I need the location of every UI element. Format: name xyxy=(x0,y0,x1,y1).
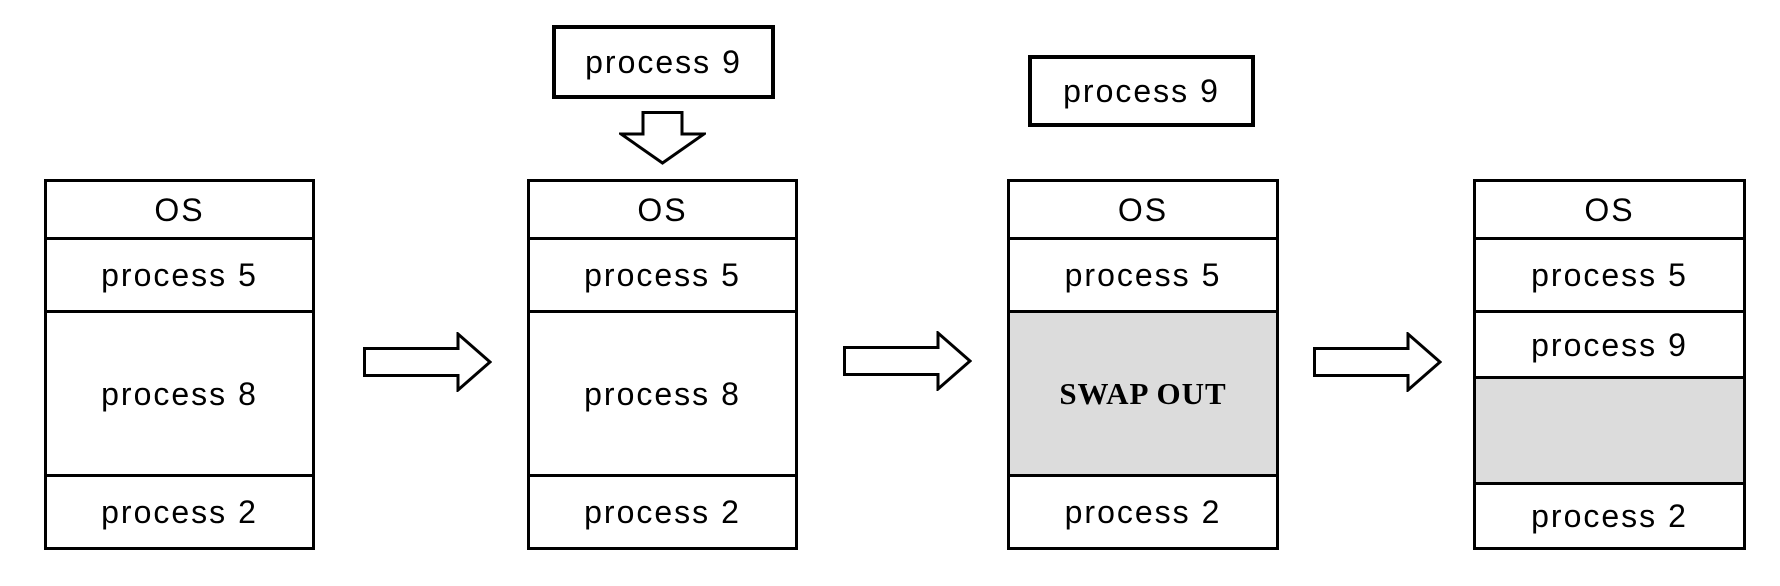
waiting-process-label: process 9 xyxy=(1063,73,1220,109)
memory-segment-process5: process 5 xyxy=(530,240,795,313)
waiting-process-box: process 9 xyxy=(1028,55,1255,127)
memory-segment-process8: process 8 xyxy=(530,313,795,477)
incoming-process-label: process 9 xyxy=(585,44,742,80)
memory-segment-os: OS xyxy=(1010,182,1276,240)
memory-segment-os: OS xyxy=(530,182,795,240)
memory-stack-1: OS process 5 process 8 process 2 xyxy=(44,179,315,550)
memory-segment-process2: process 2 xyxy=(47,477,312,547)
incoming-process-box: process 9 xyxy=(552,25,775,99)
memory-segment-process2: process 2 xyxy=(530,477,795,547)
memory-segment-process5: process 5 xyxy=(47,240,312,313)
memory-segment-process8: process 8 xyxy=(47,313,312,477)
memory-segment-free-hole xyxy=(1476,379,1743,485)
memory-segment-os: OS xyxy=(47,182,312,240)
memory-segment-process5: process 5 xyxy=(1010,240,1276,313)
memory-stack-3: OS process 5 SWAP OUT process 2 xyxy=(1007,179,1279,550)
memory-segment-process5: process 5 xyxy=(1476,240,1743,313)
memory-segment-swap-out: SWAP OUT xyxy=(1010,313,1276,477)
down-arrow-icon xyxy=(619,111,706,165)
right-arrow-icon xyxy=(843,331,972,391)
memory-segment-process2: process 2 xyxy=(1476,485,1743,547)
memory-stack-4: OS process 5 process 9 process 2 xyxy=(1473,179,1746,550)
memory-segment-os: OS xyxy=(1476,182,1743,240)
memory-segment-process9: process 9 xyxy=(1476,313,1743,379)
right-arrow-icon xyxy=(1313,332,1442,392)
memory-stack-2: OS process 5 process 8 process 2 xyxy=(527,179,798,550)
right-arrow-icon xyxy=(363,332,492,392)
memory-segment-process2: process 2 xyxy=(1010,477,1276,547)
